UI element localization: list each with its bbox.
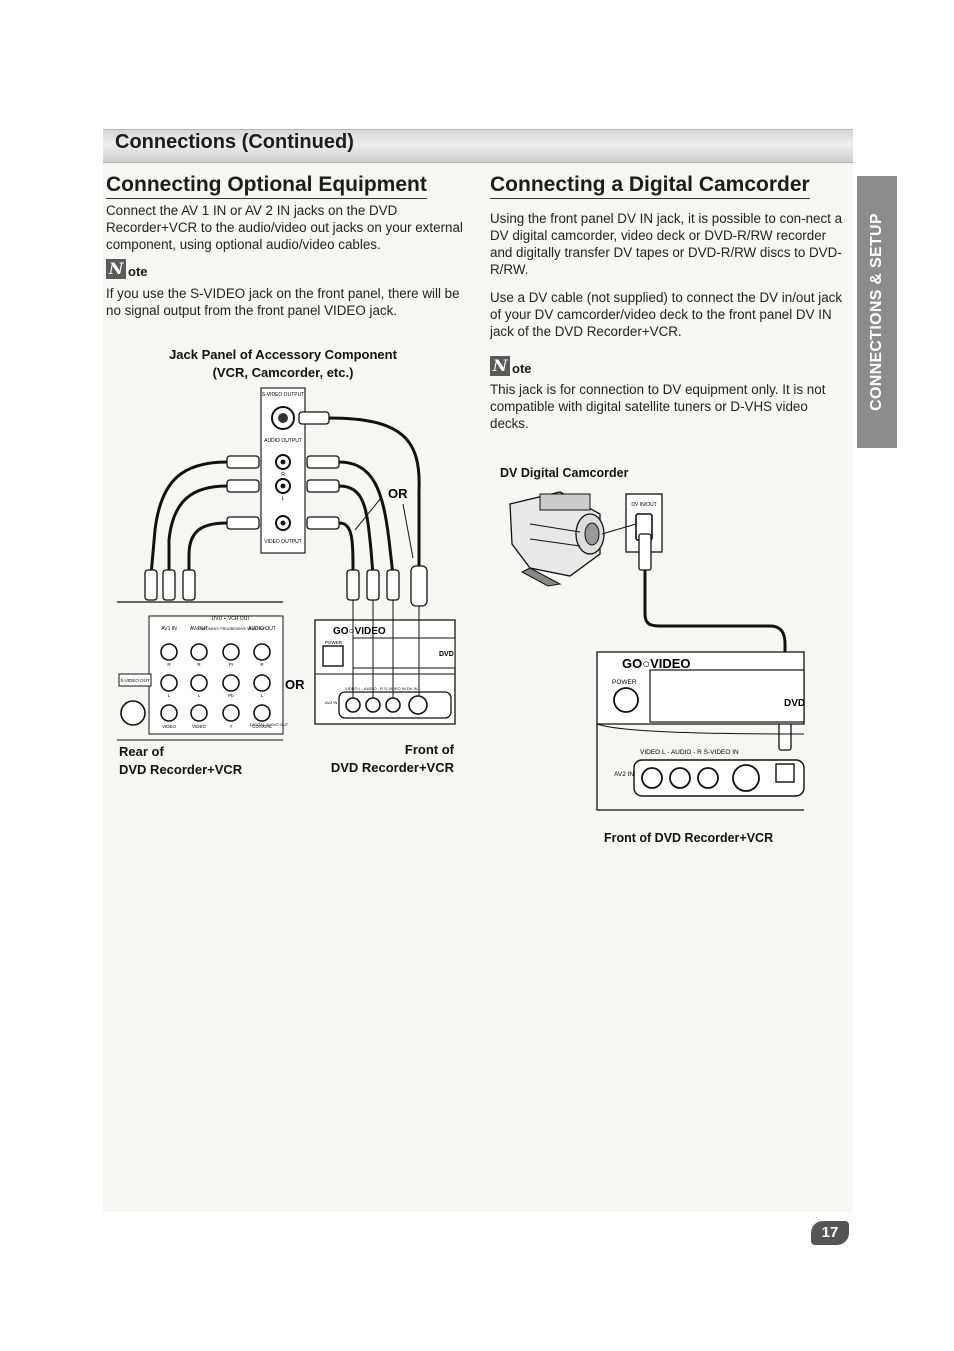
recorder-front-caption: Front of DVD Recorder+VCR — [604, 831, 774, 845]
recorder-dvd-logo: DVD — [784, 698, 805, 709]
rear-col-audioout: AUDIO OUT — [248, 626, 276, 632]
recorder-display — [649, 669, 805, 723]
header-bar — [103, 129, 853, 163]
dv-cable — [643, 570, 787, 710]
dv-plug-top — [638, 533, 652, 571]
side-tab-label: CONNECTIONS & SETUP — [868, 213, 885, 411]
rear-row-label: R — [167, 662, 171, 667]
front-panel-brand: GO○VIDEO — [333, 626, 386, 637]
recorder-av2-label: AV2 IN — [614, 771, 634, 778]
or-label-mid: OR — [285, 677, 305, 692]
audio-l-label: L — [282, 496, 285, 502]
note-icon: N — [106, 259, 126, 279]
digital-camcorder-para1: Using the front panel DV IN jack, it is … — [490, 211, 843, 277]
front-caption-line2: DVD Recorder+VCR — [330, 760, 454, 775]
svideo-out-label: S-VIDEO OUT — [120, 678, 150, 683]
rear-panel-header: DVD + VCR OUT — [212, 616, 251, 622]
rear-row-label: Pb — [228, 693, 234, 698]
page-number: 17 — [811, 1221, 849, 1245]
accessory-caption-line1: Jack Panel of Accessory Component — [169, 347, 397, 362]
rear-row-label: L — [168, 693, 171, 698]
rear-row-label: COAXIAL — [252, 724, 272, 729]
audio-r-jack-pin — [280, 459, 286, 465]
recorder-front-bottom — [596, 724, 804, 811]
recorder-jacks — [641, 764, 760, 792]
rear-col-avout: AV OUT — [190, 626, 208, 632]
recorder-bevel — [596, 723, 805, 735]
note-heading-left: N ote — [106, 259, 148, 279]
audio-r-label: R — [281, 472, 285, 478]
dv-callout-line — [601, 523, 637, 535]
or-label-top: OR — [388, 486, 408, 501]
accessory-caption-line2: (VCR, Camcorder, etc.) — [212, 365, 354, 380]
page-title: Connections (Continued) — [115, 131, 354, 153]
audio-output-label: AUDIO OUTPUT — [264, 438, 302, 444]
camcorder-illustration — [509, 491, 605, 587]
rear-caption-line2: DVD Recorder+VCR — [119, 762, 243, 777]
accessory-caption: Jack Panel of Accessory Component (VCR, … — [106, 346, 460, 382]
recorder-power-label: POWER — [612, 679, 637, 686]
note-label: ote — [128, 264, 148, 279]
rear-col-av1: AV1 IN — [161, 626, 177, 632]
optional-equipment-diagram: S-VIDEO OUTPUT AUDIO OUTPUT R L VIDEO OU… — [117, 387, 456, 741]
optional-equipment-intro: Connect the AV 1 IN or AV 2 IN jacks on … — [106, 203, 463, 252]
recorder-brand: GO○VIDEO — [622, 656, 691, 671]
rear-row-label: Y — [229, 724, 232, 729]
front-caption-line1: Front of — [404, 742, 454, 757]
rear-panel-row-labels: R R Pr R L L Pb L VIDEO VIDEO Y COAXIAL — [162, 662, 272, 729]
video-output-jack-pin — [280, 520, 286, 526]
or-arrow-line-b — [402, 503, 414, 559]
front-caption: Front of DVD Recorder+VCR — [316, 741, 454, 777]
recorder-dv-in-jack — [775, 763, 795, 783]
dv-jack-label: DV IN/OUT — [631, 502, 656, 508]
rear-caption: Rear of DVD Recorder+VCR — [119, 743, 242, 779]
svideo-output-label: S-VIDEO OUTPUT — [262, 392, 305, 398]
note-icon: N — [490, 356, 510, 376]
rear-panel-jacks — [120, 643, 271, 726]
recorder-jack-labels: VIDEO L - AUDIO - R S-VIDEO IN — [640, 749, 739, 756]
rear-row-label: L — [261, 693, 264, 698]
rear-row-label: R — [197, 662, 201, 667]
section-title-digital-camcorder: Connecting a Digital Camcorder — [490, 173, 810, 199]
svideo-output-jack-pin — [278, 413, 288, 423]
rear-row-label: Pr — [229, 662, 234, 667]
camcorder-caption: DV Digital Camcorder — [500, 466, 629, 480]
front-panel-leads — [352, 600, 420, 698]
or-arrow-line-a — [354, 497, 382, 531]
side-tab: CONNECTIONS & SETUP — [857, 176, 897, 448]
rear-row-label: R — [260, 662, 264, 667]
rear-col-component: COMPONENT/ PROGRESSIVE VIDEO OUT — [196, 627, 267, 631]
section-title-optional-equipment: Connecting Optional Equipment — [106, 173, 427, 199]
rear-row-label: L — [198, 693, 201, 698]
rear-row-label: VIDEO — [192, 724, 207, 729]
digital-audio-label: DIGITAL AUDIO OUT — [250, 722, 289, 727]
note-label: ote — [512, 361, 532, 376]
note-heading-right: N ote — [490, 356, 532, 376]
note-text-left: If you use the S-VIDEO jack on the front… — [106, 286, 460, 318]
front-panel-jack-labels: VIDEO L - AUDIO - R S-VIDEO IN DV IN — [345, 686, 418, 691]
svideo-out-box — [118, 673, 152, 687]
digital-camcorder-diagram: DV IN/OUT GO○VIDEO POWER DVD VIDEO L - A… — [509, 491, 805, 811]
power-button — [322, 645, 344, 667]
video-output-label: VIDEO OUTPUT — [264, 539, 302, 545]
front-panel-dvd-logo: DVD — [439, 651, 454, 658]
rear-caption-line1: Rear of — [119, 744, 164, 759]
digital-camcorder-para2: Use a DV cable (not supplied) to connect… — [490, 290, 843, 339]
rear-row-label: VIDEO — [162, 724, 177, 729]
note-text-right: This jack is for connection to DV equipm… — [490, 382, 826, 431]
front-panel-power-label: POWER — [325, 640, 343, 645]
audio-l-jack-pin — [280, 483, 286, 489]
rca-plugs — [144, 565, 428, 607]
cables — [149, 416, 421, 576]
front-panel-av2: AV2 IN — [325, 700, 337, 705]
recorder-power-button — [613, 687, 639, 713]
